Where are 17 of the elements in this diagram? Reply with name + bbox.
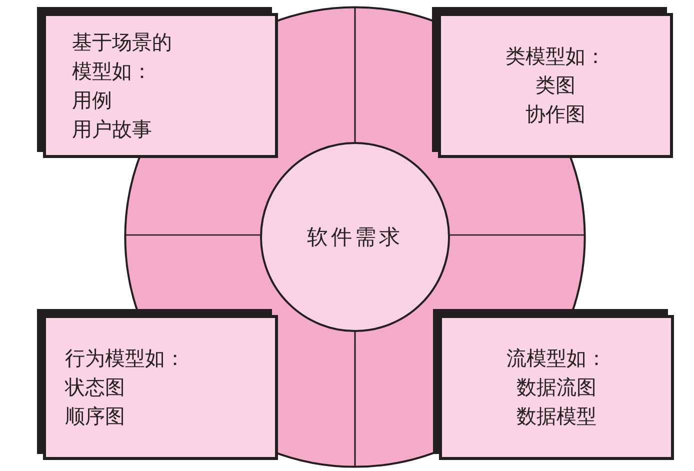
list-item: 类图: [536, 72, 576, 99]
model-card: [37, 7, 278, 158]
model-card: [37, 309, 278, 460]
center-label: 软件需求: [307, 225, 403, 249]
list-item: 数据流图: [516, 374, 596, 401]
list-item: 状态图: [65, 374, 125, 401]
list-item: 用户故事: [72, 116, 152, 142]
card-heading: 基于场景的模型如：: [72, 28, 173, 84]
list-item: 用例: [72, 86, 112, 114]
card-heading: 流模型如：: [506, 345, 606, 372]
model-card: [433, 309, 674, 460]
model-card: [432, 7, 673, 158]
list-item: 顺序图: [65, 403, 125, 430]
card-heading: 行为模型如：: [65, 345, 185, 372]
card-heading: 类模型如：: [506, 43, 606, 70]
list-item: 协作图: [526, 101, 586, 128]
list-item: 数据模型: [516, 403, 596, 430]
